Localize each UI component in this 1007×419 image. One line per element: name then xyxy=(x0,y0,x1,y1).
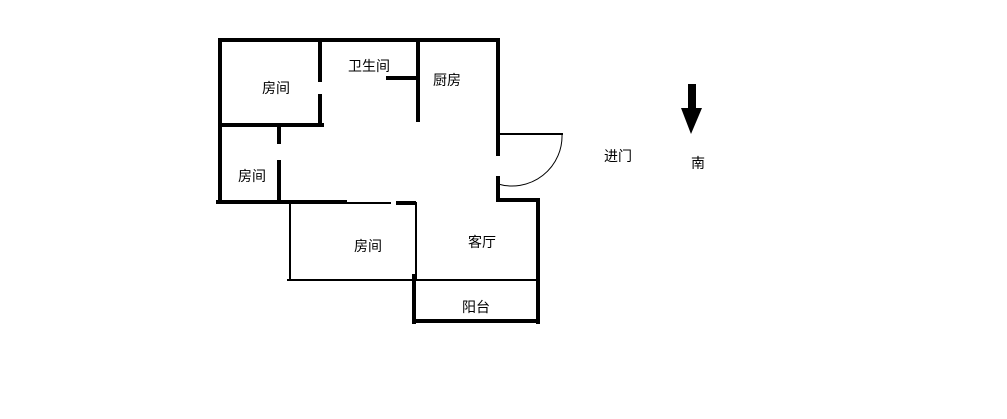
room-label-bedroom-top-left: 房间 xyxy=(262,81,290,97)
entrance-label: 进门 xyxy=(604,149,632,165)
door-swing-arc xyxy=(497,133,563,187)
outer-walls xyxy=(216,38,540,324)
room-label-living-room: 客厅 xyxy=(468,234,496,251)
compass: 南 xyxy=(681,84,705,172)
room-labels: 房间 卫生间 厨房 房间 房间 客厅 阳台 xyxy=(238,59,496,316)
room-label-bedroom-bottom: 房间 xyxy=(354,239,382,255)
interior-walls xyxy=(218,40,539,281)
compass-label: 南 xyxy=(691,156,705,172)
room-label-bathroom: 卫生间 xyxy=(348,59,390,75)
entrance-door xyxy=(497,133,563,187)
room-label-balcony: 阳台 xyxy=(462,300,490,316)
room-label-kitchen: 厨房 xyxy=(433,73,461,89)
south-arrow-icon xyxy=(681,84,702,134)
room-label-bedroom-middle-left: 房间 xyxy=(238,169,266,185)
